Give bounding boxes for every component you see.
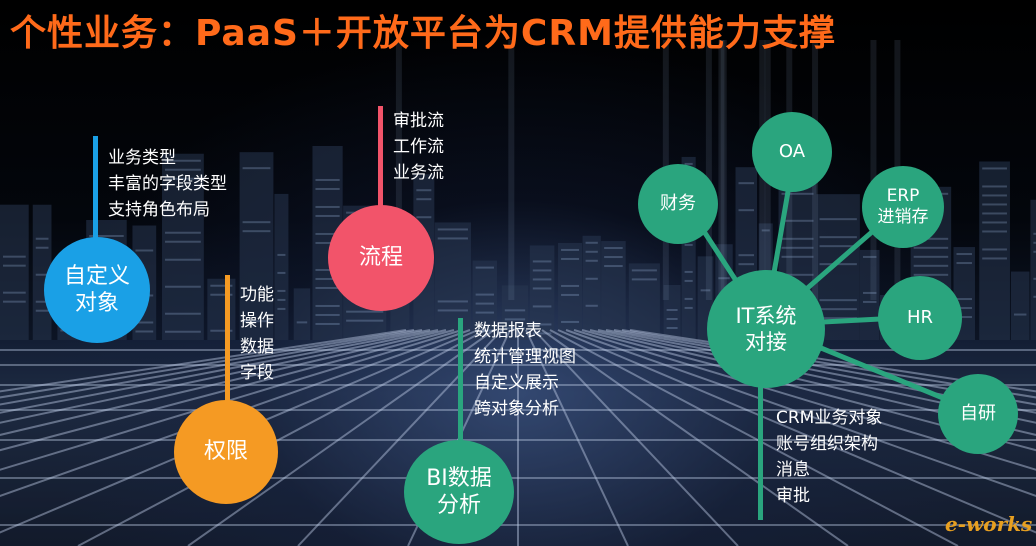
bi-item: 统计管理视图 — [474, 347, 576, 367]
custom-object-line — [93, 136, 98, 248]
process-item: 审批流 — [393, 111, 444, 131]
custom-object-item: 丰富的字段类型 — [108, 174, 227, 194]
bi-item: 自定义展示 — [474, 373, 559, 393]
process-item: 工作流 — [393, 137, 444, 157]
process-list: 审批流 工作流 业务流 — [393, 108, 444, 186]
permission-node: 权限 — [174, 400, 278, 504]
oa-label: OA — [778, 140, 806, 162]
custom-object-item: 支持角色布局 — [108, 200, 210, 220]
finance-label: 财务 — [660, 192, 696, 214]
custom-object-item: 业务类型 — [108, 148, 176, 168]
self-dev-node: 自研 — [938, 374, 1018, 454]
it-item: 消息 — [776, 460, 810, 480]
permission-item: 数据 — [240, 337, 274, 357]
bi-item: 跨对象分析 — [474, 399, 559, 419]
bi-list: 数据报表 统计管理视图 自定义展示 跨对象分析 — [474, 318, 576, 422]
it-item: CRM业务对象 — [776, 408, 883, 428]
permission-item: 字段 — [240, 363, 274, 383]
permission-item: 功能 — [240, 285, 274, 305]
process-item: 业务流 — [393, 163, 444, 183]
bi-label-1: BI数据 — [426, 465, 492, 491]
it-label-1: IT系统 — [735, 303, 797, 328]
process-node: 流程 — [328, 205, 434, 311]
bi-label-2: 分析 — [436, 493, 481, 518]
finance-node: 财务 — [638, 164, 718, 244]
it-label-2: 对接 — [745, 330, 787, 354]
permission-list: 功能 操作 数据 字段 — [240, 282, 274, 386]
erp-label-1: ERP — [886, 185, 920, 206]
custom-object-node: 自定义对象 — [44, 237, 150, 343]
it-list: CRM业务对象 账号组织架构 消息 审批 — [776, 405, 882, 509]
oa-node: OA — [752, 112, 832, 192]
it-item: 审批 — [776, 486, 810, 506]
bi-item: 数据报表 — [474, 321, 542, 341]
permission-line — [225, 275, 230, 405]
custom-object-label-1: 自定义 — [63, 263, 130, 289]
process-label: 流程 — [358, 245, 403, 271]
hr-label: HR — [906, 306, 934, 328]
it-hub-node: IT系统对接 — [707, 270, 825, 388]
permission-label: 权限 — [203, 439, 248, 465]
self-dev-label: 自研 — [960, 402, 996, 424]
bi-node: BI数据分析 — [404, 440, 514, 544]
erp-label-2: 进销存 — [877, 207, 929, 227]
hr-node: HR — [878, 276, 962, 360]
bi-line — [458, 318, 463, 458]
process-line — [378, 106, 383, 216]
e-works-logo: e-works — [945, 512, 1033, 536]
it-item: 账号组织架构 — [776, 434, 878, 454]
it-line — [758, 370, 763, 520]
custom-object-label-2: 对象 — [74, 291, 119, 316]
permission-item: 操作 — [240, 311, 274, 331]
page-title: 个性业务：PaaS＋开放平台为CRM提供能力支撑 — [10, 13, 836, 54]
custom-object-list: 业务类型 丰富的字段类型 支持角色布局 — [108, 145, 227, 223]
